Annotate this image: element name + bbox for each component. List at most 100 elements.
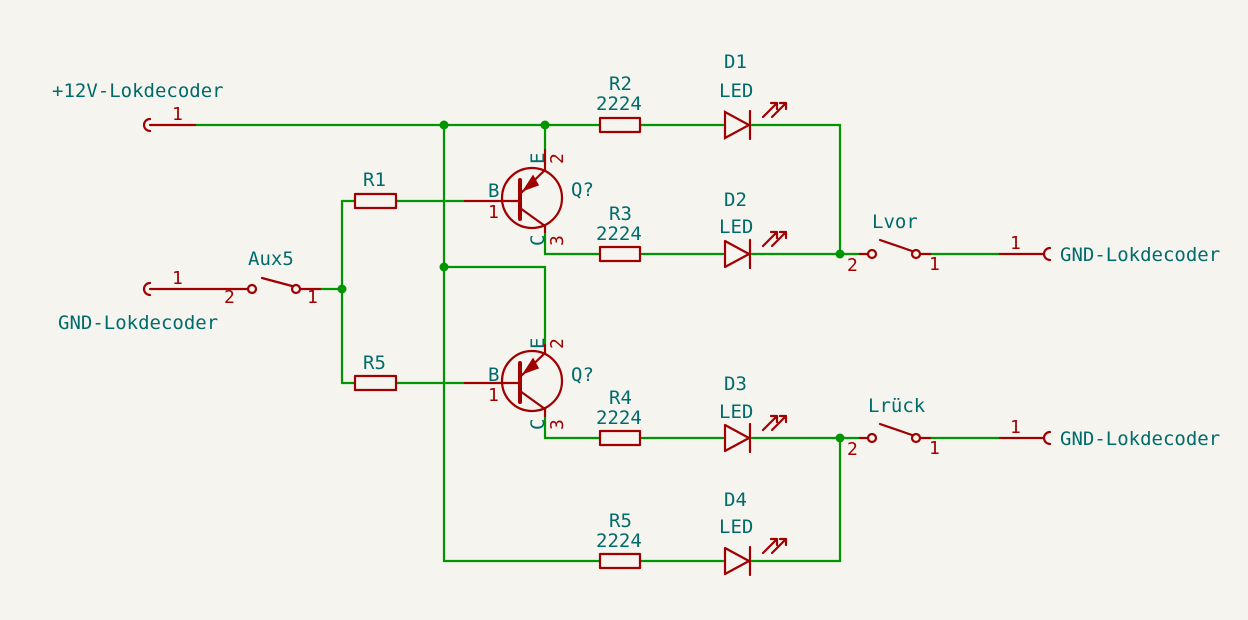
led-ref: D1 xyxy=(724,51,747,73)
pin-number: 1 xyxy=(929,254,940,275)
pin-number: 1 xyxy=(172,268,183,289)
resistor-r5-base[interactable]: R5 xyxy=(353,352,398,392)
wire-q1-collector xyxy=(543,230,602,256)
switch-aux5[interactable]: Aux5 2 1 xyxy=(224,248,322,308)
transistor-body-icon xyxy=(500,349,564,413)
wire-d1-return xyxy=(750,123,842,256)
resistor-value: 2224 xyxy=(596,93,642,115)
resistor-body-icon xyxy=(598,116,642,134)
pin-number: 2 xyxy=(224,287,235,308)
resistor-r1[interactable]: R1 xyxy=(353,169,398,210)
connector-gnd-left[interactable]: 1 GND-Lokdecoder xyxy=(58,268,230,334)
switch-ref: Lrück xyxy=(868,395,926,417)
light-arrows-icon xyxy=(761,101,788,119)
connector-label: GND-Lokdecoder xyxy=(58,312,218,334)
connector-label: GND-Lokdecoder xyxy=(1060,428,1220,450)
resistor-body-icon xyxy=(353,374,398,392)
pin-number: 3 xyxy=(547,419,568,430)
led-d3[interactable]: D3 LED xyxy=(719,373,788,454)
led-d2[interactable]: D2 LED xyxy=(719,189,788,270)
switch-lvor[interactable]: Lvor 2 1 xyxy=(847,211,940,276)
junction-dot xyxy=(439,120,449,130)
resistor-body-icon xyxy=(598,245,642,263)
resistor-value: 2224 xyxy=(596,530,642,552)
switch-ref: Aux5 xyxy=(248,248,294,270)
led-value: LED xyxy=(719,216,753,238)
wire-q2-collector xyxy=(543,414,602,440)
light-arrows-icon xyxy=(761,230,788,248)
junction-dot xyxy=(835,249,845,259)
transistor-ref: Q? xyxy=(571,364,594,386)
connector-label: GND-Lokdecoder xyxy=(1060,244,1220,266)
connector-gnd-rueck[interactable]: 1 GND-Lokdecoder xyxy=(998,417,1220,450)
led-ref: D3 xyxy=(724,373,747,395)
pin-number: 2 xyxy=(547,153,568,164)
pin-number: 1 xyxy=(488,202,499,223)
wire-bus-q2-emitter xyxy=(442,265,547,347)
led-ref: D4 xyxy=(724,489,747,511)
diode-triangle-icon xyxy=(723,110,752,140)
junctions xyxy=(337,120,845,443)
pin-name-c: C xyxy=(527,419,549,430)
led-d1[interactable]: D1 LED xyxy=(719,51,788,141)
connector-pin-icon xyxy=(142,117,197,133)
collector-lead xyxy=(518,389,547,411)
wire-d4-return xyxy=(750,436,842,563)
resistor-ref: R4 xyxy=(609,387,632,409)
resistor-r2[interactable]: R2 2224 xyxy=(596,73,642,134)
resistor-value: 2224 xyxy=(596,407,642,429)
switch-lever-icon xyxy=(878,238,914,253)
switch-ref: Lvor xyxy=(872,211,918,233)
collector-lead xyxy=(518,206,547,228)
emitter-arrow-icon xyxy=(522,357,540,375)
switch-lrueck[interactable]: Lrück 2 1 xyxy=(847,395,940,460)
transistor-q1[interactable]: Q? B 1 E 2 C 3 xyxy=(463,148,594,246)
resistor-body-icon xyxy=(598,552,642,570)
pin-number: 2 xyxy=(547,338,568,349)
connector-pin-icon xyxy=(998,430,1052,446)
connector-label: +12V-Lokdecoder xyxy=(52,80,224,102)
transistor-q2[interactable]: Q? B 1 E 2 C 3 xyxy=(463,338,594,430)
switch-contact-icon xyxy=(910,248,922,260)
transistor-ref: Q? xyxy=(571,179,594,201)
pin-number: 1 xyxy=(488,385,499,406)
switch-contact-icon xyxy=(866,248,878,260)
pin-name-b: B xyxy=(488,364,499,386)
resistor-ref: R2 xyxy=(609,73,632,95)
pin-number: 1 xyxy=(1010,233,1021,254)
junction-dot xyxy=(337,284,347,294)
diode-triangle-icon xyxy=(723,239,751,269)
light-arrows-icon xyxy=(761,414,788,432)
resistor-ref: R5 xyxy=(609,510,632,532)
pin-name-e: E xyxy=(527,338,549,349)
switch-lever-icon xyxy=(878,422,914,437)
light-arrows-icon xyxy=(761,537,788,555)
pin-number: 1 xyxy=(307,287,318,308)
resistor-r4[interactable]: R4 2224 xyxy=(596,387,642,447)
resistor-body-icon xyxy=(598,429,642,447)
junction-dot xyxy=(835,433,845,443)
junction-dot xyxy=(439,262,449,272)
led-ref: D2 xyxy=(724,189,747,211)
resistor-value: 2224 xyxy=(596,223,642,245)
resistor-r5[interactable]: R5 2224 xyxy=(596,510,642,570)
connector-pin-icon xyxy=(142,281,230,297)
led-d4[interactable]: D4 LED xyxy=(719,489,788,577)
emitter-arrow-icon xyxy=(522,174,540,192)
pin-number: 1 xyxy=(929,438,940,459)
connector-12v[interactable]: 1 +12V-Lokdecoder xyxy=(52,80,224,133)
pin-number: 2 xyxy=(847,439,858,460)
led-value: LED xyxy=(719,401,753,423)
led-value: LED xyxy=(719,516,753,538)
switch-contact-icon xyxy=(910,432,922,444)
pin-number: 2 xyxy=(847,255,858,276)
pin-name-c: C xyxy=(527,235,549,246)
resistor-r3[interactable]: R3 2224 xyxy=(596,203,642,263)
diode-triangle-icon xyxy=(723,423,751,453)
pin-number: 3 xyxy=(547,235,568,246)
junction-dot xyxy=(540,120,550,130)
diode-triangle-icon xyxy=(723,546,751,576)
connector-gnd-vor[interactable]: 1 GND-Lokdecoder xyxy=(998,233,1220,266)
pin-number: 1 xyxy=(1010,417,1021,438)
